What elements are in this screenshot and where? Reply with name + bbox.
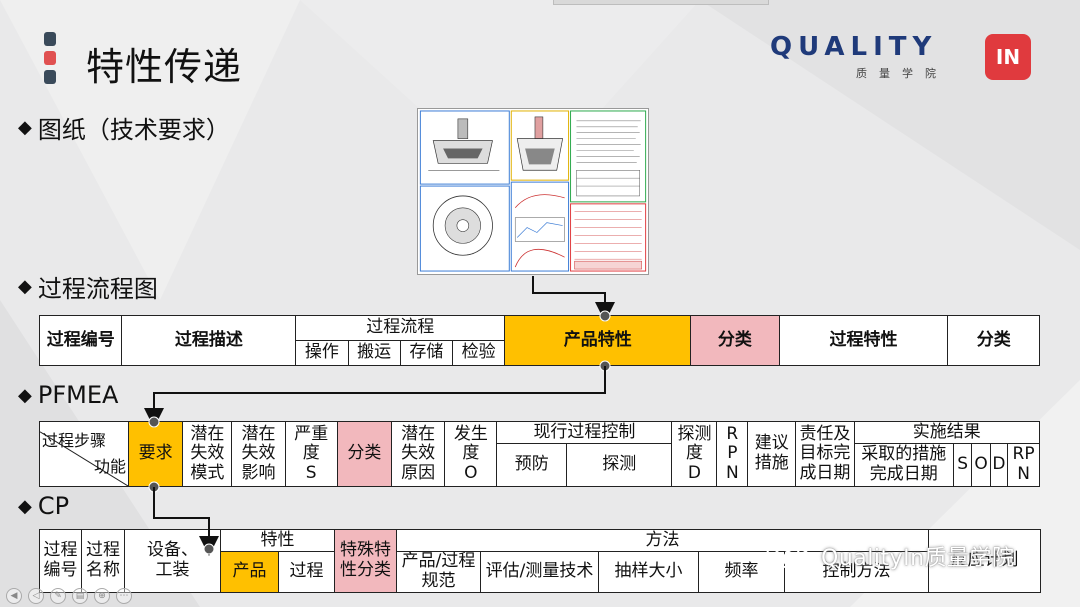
cp-reaction: 反应计划 — [928, 529, 1041, 593]
logo-word: QUALITY — [770, 32, 938, 62]
section-flow: ◆ 过程流程图 — [18, 269, 158, 304]
diamond-bullet-icon: ◆ — [18, 276, 32, 297]
pfmea-result-s: S — [952, 443, 973, 487]
section-cp: ◆ CP — [18, 492, 69, 520]
pfmea-class: 分类 — [336, 421, 393, 487]
pfmea-step-label: 过程步骤 — [42, 431, 107, 450]
pfmea-detect: 探测 — [566, 443, 673, 487]
diagonal-split-icon — [40, 431, 128, 486]
pfmea-failure-mode: 潜在 失效 模式 — [182, 421, 233, 487]
cp-control: 控制方法 — [784, 551, 929, 593]
nav-back-icon[interactable]: ◁ — [28, 588, 44, 604]
logo-cn: 质量学院 — [856, 67, 948, 80]
cp-table: 过程 编号 过程 名称 设备、 工装 特性 特殊特 性分类 方法 反应计划 产品… — [39, 529, 1041, 593]
watermark-text: QualityIn质量学院 — [821, 546, 1015, 571]
flow-class-2: 分类 — [947, 315, 1040, 366]
slide-title: 特性传递 — [86, 45, 243, 89]
cp-process: 过程 — [278, 551, 335, 593]
slideshow-nav[interactable]: ◀ ◁ ✎ ▤ ⊕ ⋯ — [6, 588, 132, 604]
cp-spec: 产品/过程 规范 — [396, 551, 481, 593]
cp-measure: 评估/测量技术 — [480, 551, 599, 593]
flow-sub-inspect: 检验 — [452, 340, 506, 366]
section-cp-label: CP — [37, 492, 70, 520]
pfmea-result: 实施结果 — [853, 421, 1041, 444]
section-flow-label: 过程流程图 — [37, 275, 158, 303]
flow-process-flow: 过程流程 — [295, 315, 506, 341]
wechat-icon — [766, 542, 811, 570]
pfmea-action: 建议 措施 — [747, 421, 797, 487]
pfmea-prevent: 预防 — [496, 443, 568, 487]
title-bars-icon — [44, 32, 56, 89]
cp-equipment: 设备、 工装 — [124, 529, 221, 593]
flow-class-1: 分类 — [690, 315, 780, 366]
diamond-bullet-icon: ◆ — [18, 495, 32, 517]
pfmea-detection: 探测 度 D — [671, 421, 718, 487]
pfmea-requirement: 要求 — [128, 421, 184, 487]
cp-product: 产品 — [220, 551, 279, 593]
cp-sample: 抽样大小 — [598, 551, 699, 593]
nav-zoom-icon[interactable]: ⊕ — [94, 588, 110, 604]
quality-in-logo: QUALITY 质量学院 IN — [770, 32, 1032, 84]
nav-menu-icon[interactable]: ▤ — [72, 588, 88, 604]
diamond-bullet-icon: ◆ — [18, 384, 32, 406]
cp-process-no: 过程 编号 — [39, 529, 82, 593]
cp-freq: 频率 — [698, 551, 785, 593]
technical-drawing-image — [417, 108, 649, 275]
watermark: QualityIn质量学院 — [765, 540, 1015, 572]
cp-special-class: 特殊特 性分类 — [334, 529, 397, 593]
cp-characteristics: 特性 — [220, 529, 335, 552]
flow-sub-operate: 操作 — [295, 340, 349, 366]
section-pfmea: ◆ PFMEA — [18, 381, 118, 409]
pfmea-result-o: O — [971, 443, 991, 487]
pfmea-severity: 严重 度 S — [284, 421, 338, 487]
nav-more-icon[interactable]: ⋯ — [116, 588, 132, 604]
section-pfmea-label: PFMEA — [37, 381, 119, 409]
pfmea-action-taken: 采取的措施 完成日期 — [853, 443, 954, 487]
flow-process-no: 过程编号 — [38, 315, 123, 366]
cp-process-name: 过程 名称 — [81, 529, 125, 593]
logo-badge: IN — [985, 34, 1031, 80]
flow-product-char: 产品特性 — [504, 315, 692, 366]
top-tab — [553, 0, 769, 5]
flow-sub-transport: 搬运 — [347, 340, 401, 366]
flow-process-char: 过程特性 — [778, 315, 949, 366]
pfmea-table: 过程步骤 功能 要求 潜在 失效 模式 潜在 失效 影响 严重 度 S 分类 潜… — [38, 421, 1041, 487]
pfmea-responsibility: 责任及 目标完 成日期 — [795, 421, 855, 487]
pfmea-result-d: D — [989, 443, 1009, 487]
pfmea-step-function: 过程步骤 功能 — [38, 421, 130, 487]
pfmea-failure-effect: 潜在 失效 影响 — [231, 421, 286, 487]
pfmea-function-label: 功能 — [94, 456, 127, 476]
flow-process-desc: 过程描述 — [121, 315, 297, 366]
pfmea-occurrence: 发生 度 O — [444, 421, 498, 487]
nav-prev-icon[interactable]: ◀ — [6, 588, 22, 604]
pfmea-failure-cause: 潜在 失效 原因 — [391, 421, 446, 487]
pfmea-result-rpn: RP N — [1007, 443, 1040, 487]
diamond-bullet-icon: ◆ — [18, 117, 32, 138]
pfmea-current-control: 现行过程控制 — [496, 421, 673, 444]
process-flow-table: 过程编号 过程描述 过程流程 产品特性 分类 过程特性 分类 操作 搬运 存储 … — [38, 315, 1040, 366]
nav-pen-icon[interactable]: ✎ — [50, 588, 66, 604]
flow-sub-store: 存储 — [399, 340, 454, 366]
pfmea-rpn: R P N — [716, 421, 749, 487]
section-drawing-label: 图纸（技术要求） — [37, 116, 230, 144]
section-drawing: ◆ 图纸（技术要求） — [18, 110, 230, 145]
